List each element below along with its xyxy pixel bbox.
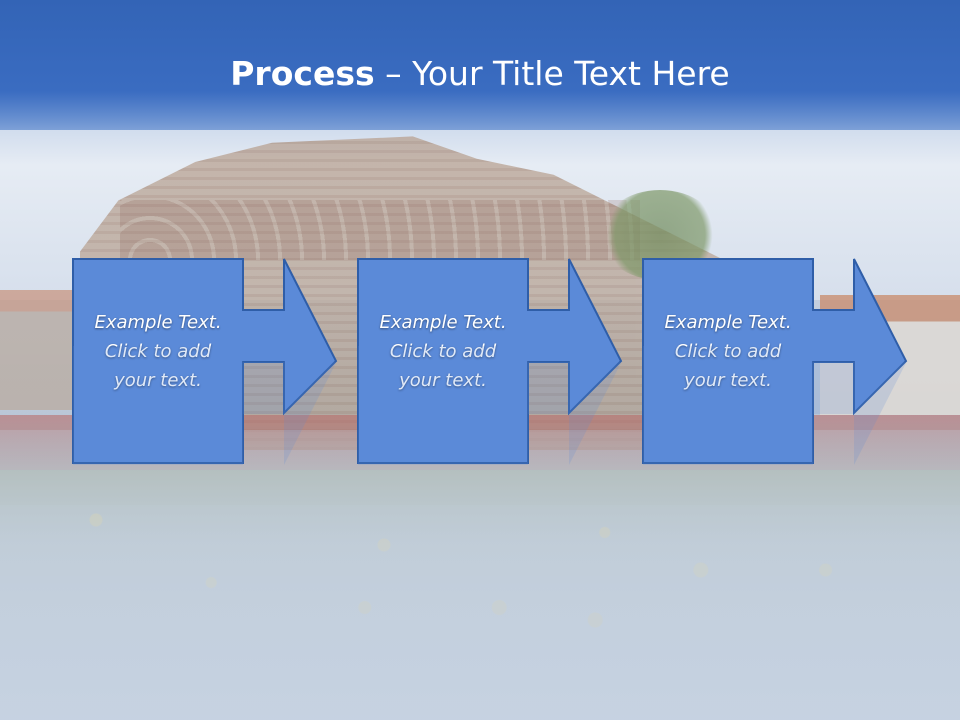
step-1-reflection	[73, 346, 336, 465]
process-step-1[interactable]: Example Text. Click to add your text.	[72, 258, 338, 464]
title-rest: – Your Title Text Here	[374, 54, 730, 93]
process-step-2[interactable]: Example Text. Click to add your text.	[357, 258, 623, 464]
step-1-line3: your text.	[72, 366, 244, 395]
background-haze	[0, 430, 960, 720]
process-step-3[interactable]: Example Text. Click to add your text.	[642, 258, 908, 464]
background-arches	[120, 200, 640, 260]
arrow-box-shape	[357, 258, 623, 464]
step-2-reflection	[358, 346, 621, 465]
step-3-line2: Click to add	[642, 337, 814, 366]
arrow-box-shape	[72, 258, 338, 464]
title-bar	[0, 0, 960, 130]
step-1-line2: Click to add	[72, 337, 244, 366]
step-1-line1: Example Text.	[94, 312, 222, 333]
title-bold: Process	[230, 54, 375, 93]
slide-title[interactable]: Process – Your Title Text Here	[0, 52, 960, 96]
step-2-line2: Click to add	[357, 337, 529, 366]
step-3-line1: Example Text.	[664, 312, 792, 333]
step-2-line3: your text.	[357, 366, 529, 395]
arrow-box-shape	[642, 258, 908, 464]
step-3-line3: your text.	[642, 366, 814, 395]
step-2-text[interactable]: Example Text. Click to add your text.	[357, 308, 529, 395]
step-3-text[interactable]: Example Text. Click to add your text.	[642, 308, 814, 395]
step-3-reflection	[643, 346, 906, 465]
background-house-left	[0, 290, 75, 410]
step-2-line1: Example Text.	[379, 312, 507, 333]
step-1-text[interactable]: Example Text. Click to add your text.	[72, 308, 244, 395]
